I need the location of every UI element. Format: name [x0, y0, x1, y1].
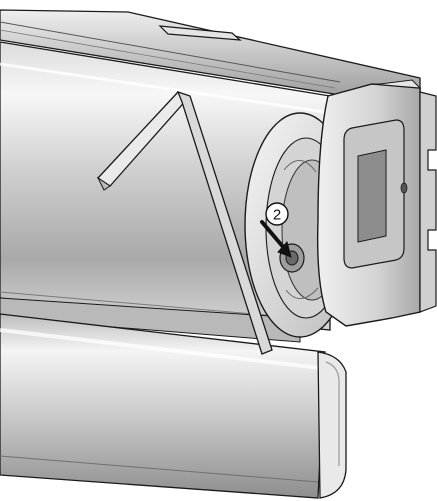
mounting-bracket: [316, 79, 437, 327]
bottom-bar: [0, 313, 326, 499]
arrow-icon: [260, 220, 292, 258]
step-marker: 2: [265, 202, 289, 226]
head-rail: [0, 9, 421, 103]
hex-key: [96, 90, 273, 355]
shade-fabric: [0, 297, 301, 343]
step-number: 2: [273, 207, 281, 224]
bottom-bar-end-cap: [317, 351, 347, 499]
